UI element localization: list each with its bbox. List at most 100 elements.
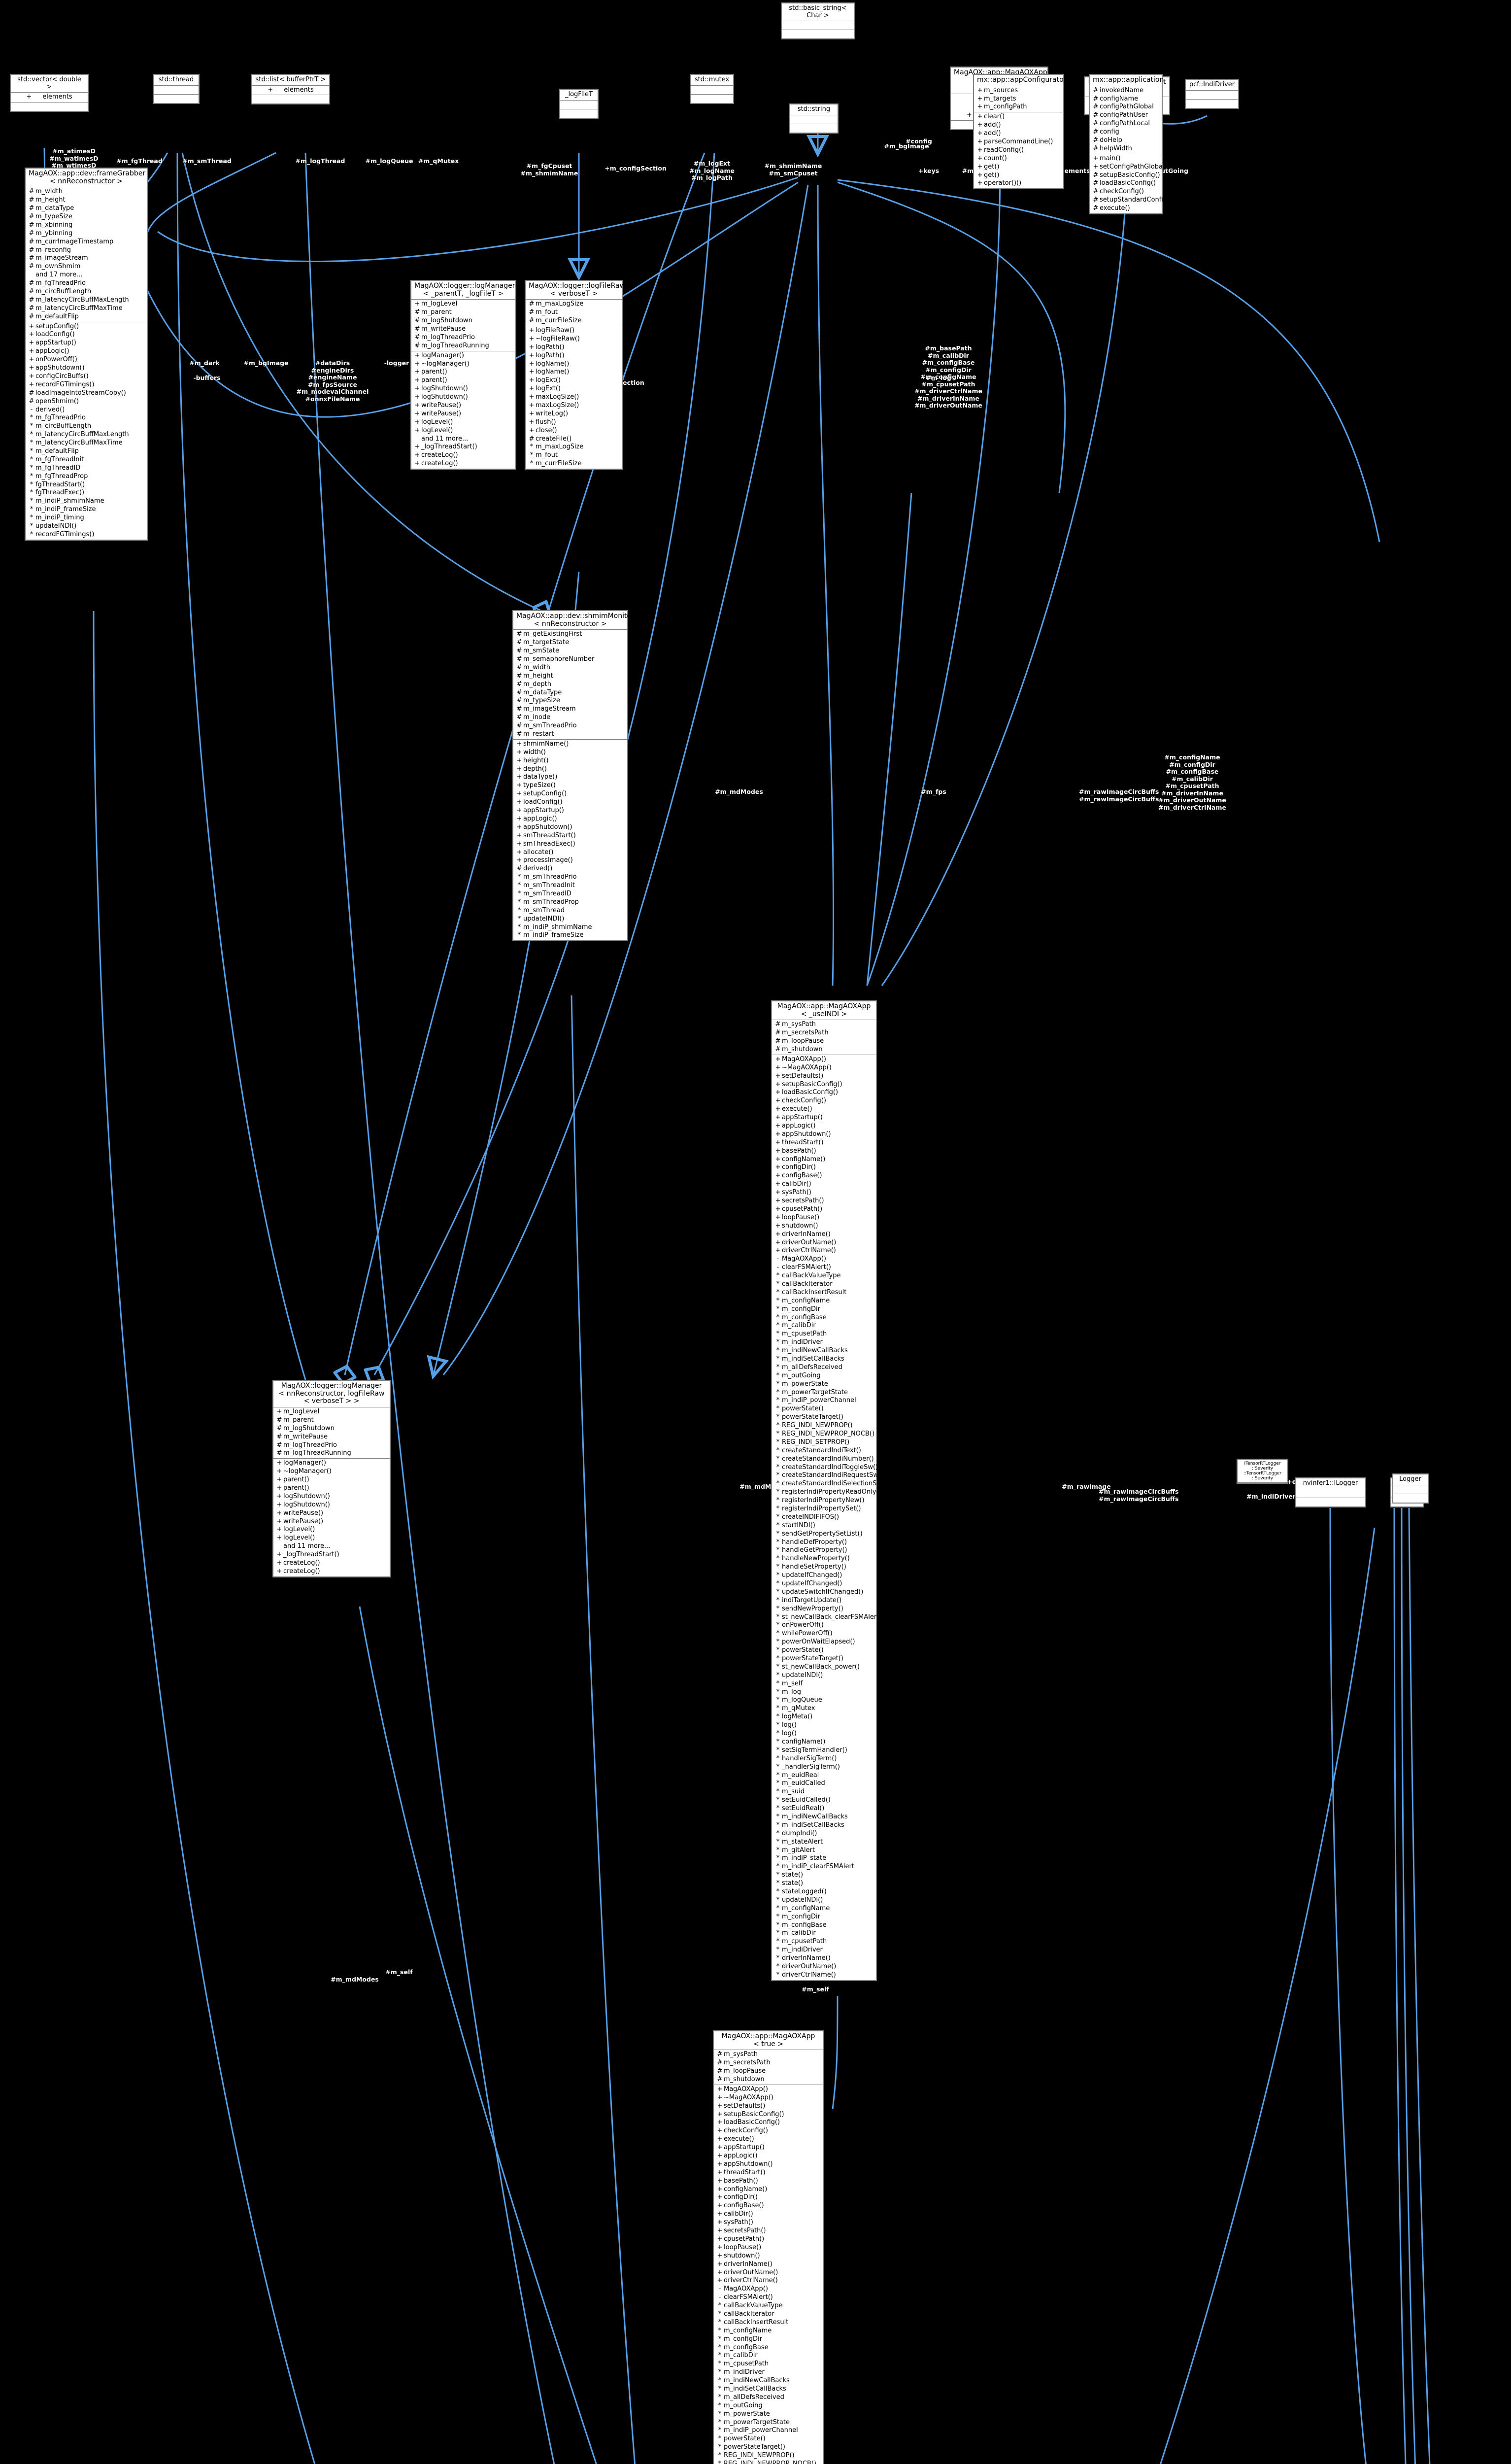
member-name: smThreadExec() xyxy=(523,840,575,848)
member-name: configBase() xyxy=(782,1172,822,1180)
visibility-marker: * xyxy=(776,1563,780,1571)
visibility-marker: * xyxy=(776,1438,780,1446)
node-logger[interactable]: Logger xyxy=(1392,1473,1429,1504)
node-mx-application[interactable]: mx::app::application #invokedName#config… xyxy=(1089,74,1172,215)
op-row: *handleDefProperty() xyxy=(772,1539,876,1547)
visibility-marker: + xyxy=(1093,163,1099,171)
op-row: *m_calibDir xyxy=(714,2352,823,2360)
node-std-list-bufferptrt[interactable]: std::list< bufferPtrT > +elements xyxy=(251,74,330,105)
node-std-vector-double[interactable]: std::vector< double > +elements xyxy=(10,74,89,112)
visibility-marker: # xyxy=(717,2051,723,2058)
op-row: *setEuidReal() xyxy=(772,1805,876,1813)
op-row: +threadStart() xyxy=(772,1139,876,1147)
visibility-marker: * xyxy=(776,1938,780,1946)
op-row: *setSigTermHandler() xyxy=(772,1746,876,1755)
member-name: logExt() xyxy=(536,385,561,393)
node-std-mutex[interactable]: std::mutex xyxy=(690,74,734,104)
visibility-marker: # xyxy=(276,1441,282,1449)
op-row: *REG_INDI_NEWPROP_NOCB() xyxy=(714,2460,823,2464)
member-name: m_indiP_shmimName xyxy=(35,497,104,505)
op-row: *handleGetProperty() xyxy=(772,1546,876,1555)
node-std-thread[interactable]: std::thread xyxy=(153,74,200,104)
member-name: setupConfig() xyxy=(523,790,567,798)
edge-label-m_smThread: #m_smThread xyxy=(182,157,232,165)
member-name: ~logManager() xyxy=(421,360,470,368)
member-name: m_fgThreadInit xyxy=(35,455,84,463)
node-framegrabber[interactable]: MagAOX::app::dev::frameGrabber < nnRecon… xyxy=(25,168,148,541)
node-logmanager-nnreconstructor[interactable]: MagAOX::logger::logManager < nnReconstru… xyxy=(272,1380,391,1577)
node-title: std::mutex xyxy=(691,75,733,86)
attr-row: +m_sources xyxy=(974,87,1063,95)
node-logfileraw[interactable]: MagAOX::logger::logFileRaw < verboseT > … xyxy=(525,280,625,470)
node-title: nvinfer1::ILogger xyxy=(1296,1478,1365,1489)
attr-row: +elements xyxy=(252,86,329,95)
member-name: createStandardIndiNumber() xyxy=(782,1455,874,1463)
op-row: +maxLogSize() xyxy=(526,393,622,402)
member-name: m_smThreadPrio xyxy=(523,873,577,881)
op-row: +driverOutName() xyxy=(714,2269,823,2277)
edge-label-m_shmimName2: #m_shmimName #m_smCpuset xyxy=(764,162,822,177)
visibility-marker: + xyxy=(977,121,983,129)
node-tensorrt-severity[interactable]: ITensorRTLogger ::Severity ::TensorRTLog… xyxy=(1237,1459,1288,1484)
member-name: logLevel() xyxy=(421,418,453,426)
visibility-marker: + xyxy=(775,1063,781,1071)
member-name: log() xyxy=(782,1721,797,1729)
visibility-marker: # xyxy=(414,325,420,333)
node-magaoxapp-true[interactable]: MagAOX::app::MagAOXApp < true > #m_sysPa… xyxy=(713,2030,824,2464)
op-row: +onPowerOff() xyxy=(26,356,147,364)
member-name: add() xyxy=(984,130,1001,137)
visibility-marker: * xyxy=(776,1696,780,1704)
op-row: *powerOnWaitElapsed() xyxy=(772,1638,876,1646)
member-name: helpWidth xyxy=(1100,144,1132,152)
op-row: and 11 more... xyxy=(273,1542,390,1551)
op-row: *m_indiP_state xyxy=(772,1854,876,1863)
node-logfilet[interactable]: _logFileT xyxy=(559,89,599,119)
visibility-marker: + xyxy=(276,1517,282,1525)
visibility-marker: * xyxy=(776,1605,780,1612)
node-magaoxapp-useindi[interactable]: MagAOX::app::MagAOXApp < _useINDI > #m_s… xyxy=(771,1000,887,1981)
node-pcf-indidriver[interactable]: pcf::IndiDriver xyxy=(1185,79,1239,109)
op-row: +MagAOXApp() xyxy=(772,1056,876,1064)
member-name: createLog() xyxy=(283,1567,320,1575)
member-name: REG_INDI_NEWPROP_NOCB() xyxy=(782,1430,875,1437)
op-row: *m_configDir xyxy=(714,2335,823,2344)
op-row: *st_newCallBack_power() xyxy=(772,1663,876,1672)
attr-row: #m_loopPause xyxy=(772,1037,876,1046)
attributes-section: +elements xyxy=(11,93,88,103)
visibility-marker: * xyxy=(30,422,34,430)
visibility-marker: # xyxy=(1093,95,1099,103)
node-title: std::string xyxy=(790,104,838,115)
visibility-marker: # xyxy=(516,714,522,721)
member-name: sendGetPropertySetList() xyxy=(782,1530,863,1538)
op-row: +logManager() xyxy=(411,352,515,360)
op-row: +logLevel() xyxy=(411,427,515,435)
op-row: *powerState() xyxy=(772,1405,876,1413)
node-std-basic-string[interactable]: std::basic_string< Char > xyxy=(781,2,855,40)
node-logmanager-parentt[interactable]: MagAOX::logger::logManager < _parentT, _… xyxy=(410,280,516,470)
op-row: -clearFSMAlert() xyxy=(714,2293,823,2302)
node-mx-appconfigurator[interactable]: mx::app::appConfigurator +m_sources+m_ta… xyxy=(973,74,1066,190)
member-name: checkConfig() xyxy=(1100,188,1144,196)
visibility-marker: * xyxy=(718,2302,722,2310)
op-row: +main() xyxy=(1090,155,1162,163)
visibility-marker: * xyxy=(776,1946,780,1954)
attributes-section: #m_sysPath#m_secretsPath#m_loopPause#m_s… xyxy=(772,1020,876,1055)
member-name: stateLogged() xyxy=(782,1887,827,1895)
member-name: onPowerOff() xyxy=(35,356,77,364)
member-name: m_logShutdown xyxy=(421,317,472,325)
member-name: log() xyxy=(782,1730,797,1738)
member-name: m_cpusetPath xyxy=(782,1330,827,1338)
attr-row: #m_semaphoreNumber xyxy=(513,655,627,664)
node-nvinfer1-ilogger[interactable]: nvinfer1::ILogger xyxy=(1295,1477,1366,1507)
member-name: callBackIterator xyxy=(724,2310,774,2318)
member-name: m_currFileSize xyxy=(536,317,582,325)
op-row: +logName() xyxy=(526,360,622,369)
member-name: m_indiP_powerChannel xyxy=(782,1397,856,1404)
visibility-marker: * xyxy=(530,451,534,459)
attributes-section xyxy=(782,21,854,31)
node-shmimmonitor[interactable]: MagAOX::app::dev::shmimMonitor < nnRecon… xyxy=(512,610,634,942)
visibility-marker: + xyxy=(529,360,535,368)
node-std-string[interactable]: std::string xyxy=(789,103,839,134)
visibility-marker: + xyxy=(529,418,535,426)
visibility-marker: # xyxy=(516,722,522,730)
